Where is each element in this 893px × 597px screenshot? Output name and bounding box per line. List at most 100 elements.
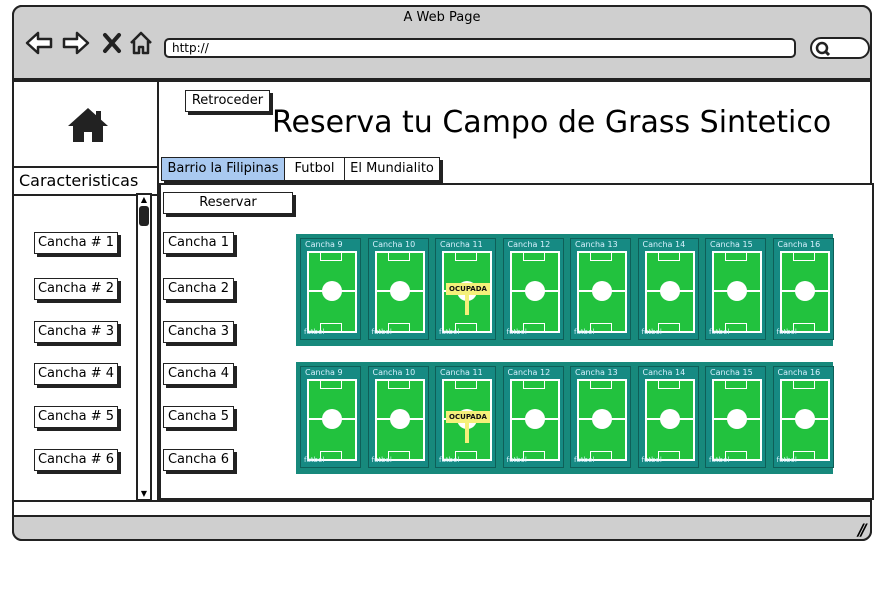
pitch-name: Cancha 11 [440,240,483,249]
pitch-field [779,379,830,461]
pitch-marking [455,451,477,460]
home-icon[interactable] [128,29,154,57]
pitch-caption: futbol [776,456,797,464]
pitch-marking [792,323,815,332]
pitch-marking [322,409,342,429]
pitch-marking [592,281,612,301]
pitch-field [374,251,425,333]
tab-el-mundialito[interactable]: El Mundialito [344,157,440,181]
sidebar-item-cancha-4[interactable]: Cancha # 4 [34,363,118,385]
resize-grip-icon[interactable]: // [858,520,867,539]
pitch-name: Cancha 9 [305,240,343,249]
pitch-thumbnail: Cancha 13 futbol [570,366,631,468]
sidebar-item-cancha-5[interactable]: Cancha # 5 [34,406,118,428]
court-button-2[interactable]: Cancha 2 [163,278,234,300]
pitch-marking [455,380,477,389]
occupied-sign: OCUPADA [446,283,490,295]
pitch-marking [387,380,410,389]
pitch-field [644,251,695,333]
pitch-caption: futbol [304,456,325,464]
tab-futbol[interactable]: Futbol [284,157,345,181]
close-icon[interactable] [100,29,124,57]
pitch-marking [590,323,612,332]
pitch-caption: futbol [776,328,797,336]
pitch-field [509,251,560,333]
sidebar-scrollbar[interactable] [136,193,152,501]
occupied-sign-post [465,295,469,315]
occupied-sign: OCUPADA [446,411,490,423]
pitch-marking [725,451,747,460]
pitch-thumbnail: Cancha 12 futbol [502,238,564,340]
scroll-thumb[interactable] [139,206,149,226]
pitch-caption: futbol [371,328,392,336]
court-button-1[interactable]: Cancha 1 [163,232,234,254]
pitch-name: Cancha 11 [440,368,483,377]
reserve-button[interactable]: Reservar [163,192,293,214]
pitch-caption: futbol [709,328,730,336]
pitch-marking [389,281,410,301]
pitch-field [577,251,627,333]
pitch-name: Cancha 14 [642,240,686,249]
pitch-field [509,379,560,461]
url-input[interactable]: http:// [164,38,796,58]
back-arrow-icon[interactable] [24,29,54,57]
court-button-3[interactable]: Cancha 3 [163,321,234,343]
sidebar-item-cancha-3[interactable]: Cancha # 3 [34,321,118,343]
scroll-down-icon[interactable]: ▼ [140,489,148,498]
pitch-name: Cancha 10 [372,368,416,377]
sidebar-item-cancha-6[interactable]: Cancha # 6 [34,449,118,471]
pitch-name: Cancha 15 [710,368,753,377]
home-logo-box [12,80,159,168]
pitch-name: Cancha 12 [507,240,551,249]
forward-arrow-icon[interactable] [61,29,91,57]
page-title: Reserva tu Campo de Grass Sintetico [272,105,832,140]
back-button[interactable]: Retroceder [185,90,270,112]
pitch-caption: futbol [506,456,527,464]
pitch-caption: futbol [439,328,460,336]
pitch-marking [455,323,477,332]
scroll-up-icon[interactable]: ▲ [140,195,148,204]
pitch-field [374,379,425,461]
pitch-marking [659,409,680,429]
pitch-name: Cancha 13 [575,368,618,377]
pitch-marking [524,281,545,301]
pitch-caption: futbol [371,456,392,464]
sidebar-item-cancha-1[interactable]: Cancha # 1 [34,232,118,254]
sidebar-item-cancha-2[interactable]: Cancha # 2 [34,278,118,300]
pitch-name: Cancha 9 [305,368,343,377]
pitch-field [644,379,695,461]
pitch-field [307,251,357,333]
search-button[interactable] [810,37,870,59]
pitch-marking [322,281,342,301]
pitch-caption: futbol [506,328,527,336]
pitch-marking [590,252,612,261]
pitch-marking [592,409,612,429]
characteristics-heading: Caracteristicas [12,166,159,196]
court-button-6[interactable]: Cancha 6 [163,449,234,471]
court-button-4[interactable]: Cancha 4 [163,363,234,385]
house-icon[interactable] [66,106,110,144]
pitch-marking [320,323,342,332]
pitch-marking [727,281,747,301]
window-title: A Web Page [403,10,481,25]
pitch-marking [320,252,342,261]
tab-barrio-la-filipinas[interactable]: Barrio la Filipinas [161,157,285,181]
pitch-marking [727,409,747,429]
pitch-caption: futbol [574,456,595,464]
pitch-marking [387,323,410,332]
pitch-marking [522,451,545,460]
pitch-caption: futbol [641,456,662,464]
pitch-marking [657,451,680,460]
pitch-field [307,379,357,461]
search-icon [815,41,831,57]
pitch-marking [792,380,815,389]
court-button-5[interactable]: Cancha 5 [163,406,234,428]
